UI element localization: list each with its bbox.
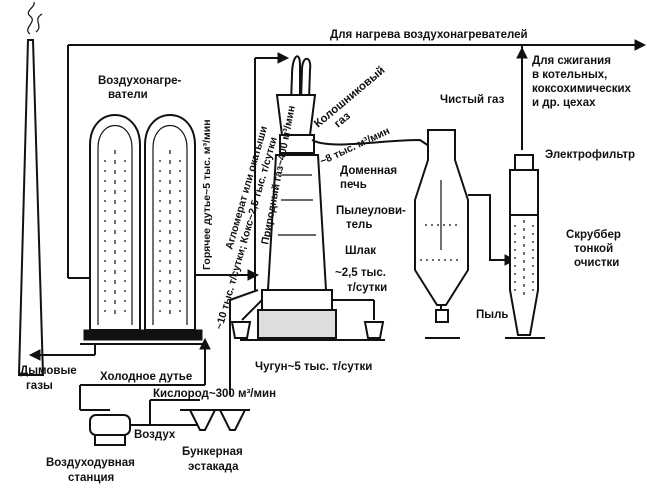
bunker-trestle bbox=[180, 409, 250, 431]
label-combustion-3: коксохимических bbox=[532, 83, 632, 95]
label-scrubber-1: Скруббер bbox=[566, 229, 621, 241]
label-oxygen: Кислород~300 м³/мин bbox=[153, 388, 276, 400]
cold-blast-line bbox=[79, 337, 211, 410]
air-heater-base bbox=[83, 329, 203, 341]
label-blower-1: Воздуходувная bbox=[46, 457, 135, 469]
label-cold-blast: Холодное дутье bbox=[100, 371, 192, 383]
label-combustion-1: Для сжигания bbox=[532, 55, 611, 67]
blast-furnace bbox=[240, 55, 385, 341]
label-flue-gases-1: Дымовые bbox=[20, 365, 77, 377]
label-combustion-4: и др. цехах bbox=[532, 97, 596, 109]
air-heater-right bbox=[144, 114, 196, 331]
label-slag-2: ~2,5 тыс. bbox=[335, 267, 386, 279]
label-slag-1: Шлак bbox=[345, 245, 376, 257]
hot-blast-line bbox=[195, 269, 260, 281]
label-scrubber-3: очистки bbox=[574, 257, 619, 269]
label-top-gas-flow: ~8 тыс. м³/мин bbox=[318, 125, 391, 168]
label-combustion-2: в котельных, bbox=[532, 69, 607, 81]
label-clean-gas: Чистый газ bbox=[440, 94, 505, 106]
label-hot-blast: Горячее дутье~5 тыс. м³/мин bbox=[201, 119, 213, 270]
furnace-top-pipes bbox=[289, 55, 301, 131]
label-blast-furnace-2: печь bbox=[340, 179, 367, 191]
smoke-icon bbox=[27, 1, 35, 35]
top-gas-pipe bbox=[311, 138, 436, 151]
clean-gas-pipe bbox=[468, 194, 517, 266]
label-air-heaters-2: ватели bbox=[108, 89, 148, 101]
label-flue-gases-2: газы bbox=[26, 380, 53, 392]
label-air: Воздух bbox=[134, 429, 176, 441]
label-dust-catcher-1: Пылеулови- bbox=[336, 205, 406, 217]
label-slag-3: т/сутки bbox=[347, 282, 387, 294]
dust-catcher bbox=[414, 129, 469, 339]
pig-iron-ladle bbox=[230, 299, 263, 339]
furnace-foundation bbox=[257, 309, 337, 339]
label-air-heaters-1: Воздухонагре- bbox=[98, 75, 182, 87]
label-bunker-2: эстакада bbox=[188, 461, 239, 473]
label-bunker-1: Бункерная bbox=[182, 446, 243, 458]
label-electrofilter: Электрофильтр bbox=[545, 149, 635, 161]
label-dust-catcher-2: тель bbox=[346, 219, 372, 231]
slag-ladle bbox=[332, 299, 385, 339]
label-pig-iron: Чугун~5 тыс. т/сутки bbox=[255, 361, 372, 373]
blower-station bbox=[80, 399, 205, 446]
feed-lines bbox=[229, 52, 290, 395]
label-blast-furnace-1: Доменная bbox=[340, 165, 397, 177]
label-blower-2: станция bbox=[68, 472, 114, 484]
flue-gas-line bbox=[28, 344, 96, 361]
air-heater-left bbox=[89, 114, 141, 331]
label-top-line: Для нагрева воздухонагревателей bbox=[330, 29, 528, 41]
electrofilter-scrubber bbox=[505, 154, 545, 339]
label-dust: Пыль bbox=[476, 309, 508, 321]
label-scrubber-2: тонкой bbox=[574, 243, 613, 255]
chimney bbox=[17, 1, 45, 376]
